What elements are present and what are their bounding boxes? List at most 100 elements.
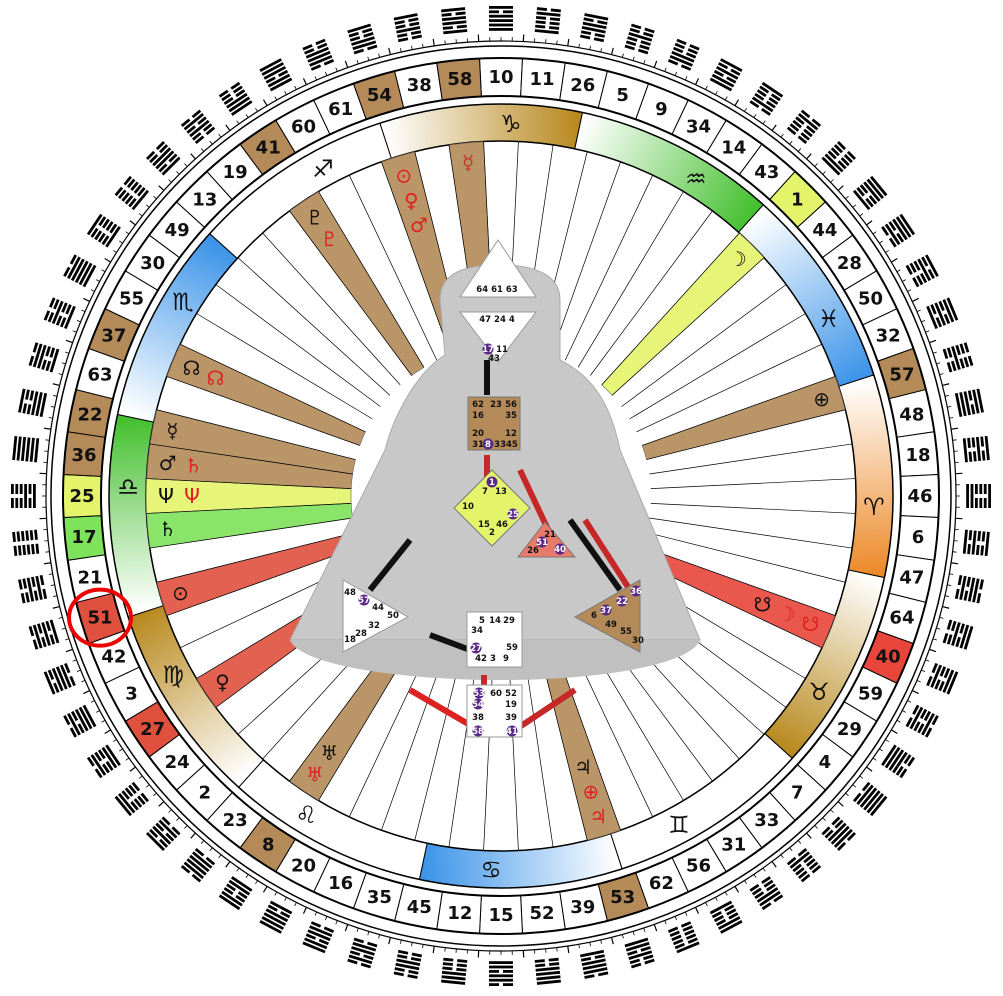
- hexagram-line: [976, 388, 984, 413]
- degree-tick: [589, 45, 591, 50]
- hexagram-icon: [954, 388, 984, 418]
- hexagram-line: [795, 116, 805, 125]
- hexagram-line: [967, 437, 971, 448]
- hexagram-icon: [302, 38, 335, 71]
- active-gate-dot: [506, 725, 518, 737]
- active-gate-number: 37: [600, 606, 612, 616]
- degree-tick: [694, 78, 700, 85]
- hexagram-line: [39, 392, 48, 418]
- degree-tick: [274, 891, 278, 896]
- hexagram-line: [124, 195, 134, 205]
- hexagram-line: [455, 11, 466, 16]
- degree-tick: [814, 825, 818, 829]
- hexagram-line: [25, 389, 30, 400]
- hexagram-line: [680, 64, 692, 71]
- center-gate-number: 11: [496, 345, 508, 355]
- degree-tick: [83, 297, 90, 303]
- zodiac-capricorn-icon: ♑: [500, 110, 522, 138]
- hexagram-line: [968, 451, 973, 462]
- hexagram-line: [943, 667, 951, 679]
- gate-number: 17: [71, 527, 96, 548]
- hexagram-line: [317, 42, 328, 50]
- hexagram-line: [168, 153, 178, 163]
- hexagram-line: [988, 484, 991, 508]
- hexagram-line: [363, 32, 374, 38]
- hexagram-line: [954, 588, 960, 600]
- hexagram-line: [946, 297, 959, 321]
- hexagram-line: [798, 113, 819, 131]
- hexagram-line: [709, 77, 733, 92]
- hexagram-line: [159, 144, 169, 154]
- hexagram-line: [32, 639, 39, 650]
- center-gate-number: 19: [505, 700, 517, 710]
- degree-tick: [837, 801, 844, 807]
- degree-tick: [190, 153, 196, 160]
- hexagram-line: [218, 89, 229, 98]
- gate-number: 12: [447, 903, 472, 924]
- degree-tick: [780, 133, 784, 138]
- hexagram-line: [972, 578, 980, 603]
- gate-number: 31: [721, 834, 746, 855]
- spoke-line: [149, 443, 353, 475]
- hexagram-line: [25, 592, 30, 603]
- degree-tick: [432, 38, 435, 47]
- active-gate-dot: [616, 595, 628, 607]
- hexagram-line: [152, 825, 172, 845]
- hexagram-line: [792, 863, 802, 873]
- hexagram-line: [105, 744, 121, 766]
- hexagram-line: [133, 184, 143, 194]
- hexagram-icon: [43, 662, 76, 695]
- degree-tick: [859, 775, 864, 779]
- hexagram-line: [912, 277, 920, 288]
- hexagram-line: [970, 484, 974, 508]
- degree-tick: [944, 595, 949, 597]
- hexagram-line: [489, 970, 499, 973]
- gate-number: 11: [530, 69, 555, 90]
- center-gate-number: 34: [471, 626, 483, 636]
- gate-number: 44: [812, 220, 837, 241]
- degree-tick: [245, 874, 249, 878]
- degree-tick: [184, 163, 188, 167]
- hexagram-line: [942, 669, 955, 693]
- degree-tick: [734, 885, 740, 893]
- active-gate-dot: [472, 698, 484, 710]
- degree-tick: [76, 669, 81, 673]
- hexagram-line: [846, 832, 856, 842]
- center-gate-number: 20: [472, 429, 484, 439]
- gate-number: 33: [754, 810, 779, 831]
- hexagram-line: [131, 189, 150, 211]
- hexagram-line: [846, 150, 856, 160]
- hexagram-line: [323, 926, 335, 933]
- hexagram-line: [550, 8, 561, 13]
- degree-tick: [356, 60, 359, 65]
- hexagram-line: [165, 832, 175, 842]
- degree-tick: [81, 309, 86, 312]
- hexagram-line: [711, 73, 735, 88]
- hexagram-icon: [852, 175, 888, 211]
- hexagram-line: [963, 625, 974, 650]
- gate-number: 3: [125, 684, 138, 705]
- hexagram-icon: [12, 436, 40, 463]
- hexagram-line: [773, 894, 784, 903]
- hexagram-line: [629, 958, 641, 965]
- degree-tick: [949, 417, 954, 419]
- hexagram-line: [711, 911, 722, 919]
- hexagram-icon: [962, 436, 990, 463]
- gate-number: 22: [78, 404, 103, 425]
- hexagram-line: [397, 33, 408, 38]
- degree-tick: [771, 124, 777, 131]
- hexagram-line: [921, 713, 935, 736]
- hexagram-line: [971, 530, 977, 555]
- hexagram-line: [192, 851, 213, 869]
- hexagram-line: [394, 967, 405, 972]
- spoke-line: [156, 532, 356, 583]
- active-gate-dot: [482, 343, 494, 355]
- degree-tick: [664, 920, 667, 925]
- hexagram-line: [975, 498, 978, 508]
- hexagram-line: [77, 723, 85, 734]
- hexagram-line: [32, 624, 43, 649]
- hexagram-line: [866, 793, 884, 814]
- degree-tick: [112, 250, 117, 253]
